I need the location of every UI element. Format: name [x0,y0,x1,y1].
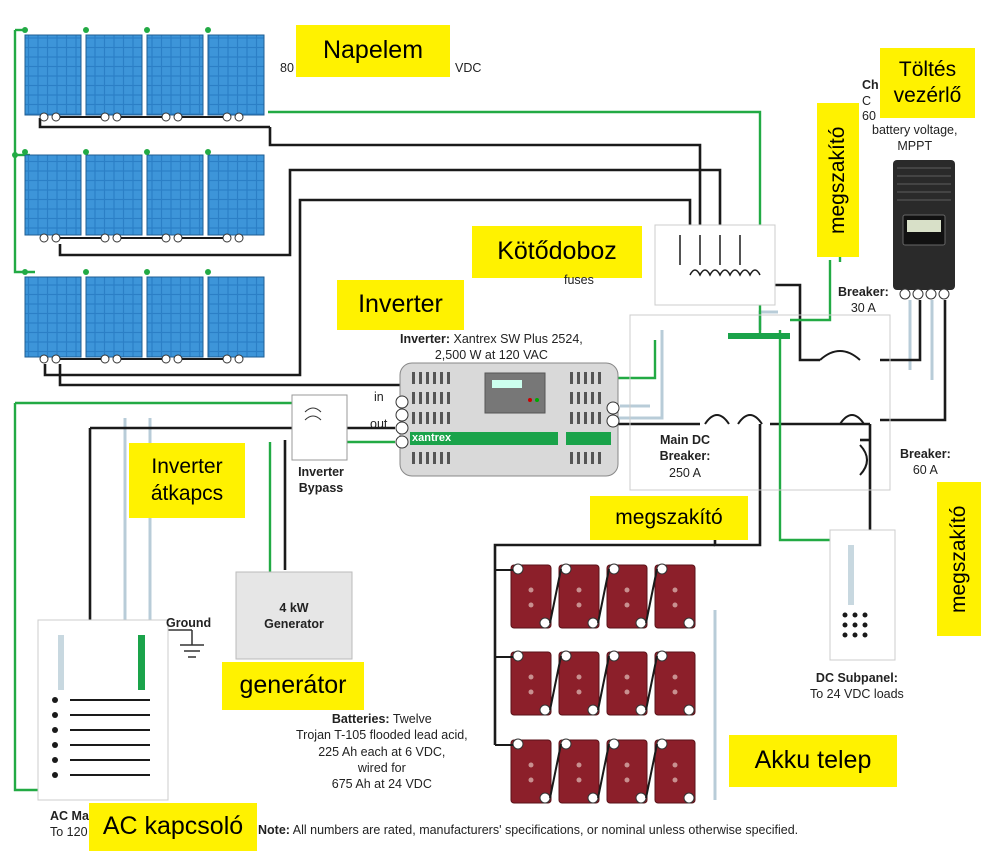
dc-subpanel [829,529,896,661]
batteries-l1: Twelve [392,712,432,726]
breaker-60a-title: Breaker: [900,447,951,461]
port-in-label: in [374,390,384,404]
inverter-title: Inverter: [400,332,451,346]
breaker-60a-caption: Breaker: 60 A [900,446,951,479]
charge-controller-caption: Ch C 60 [862,78,879,125]
panel-row-3 [24,276,265,358]
breaker-30a-symbol [819,350,861,361]
dc-subpanel-caption: DC Subpanel: To 24 VDC loads [810,670,904,703]
footnote-text: All numbers are rated, manufacturers' sp… [292,823,799,837]
dc-subpanel-sub: To 24 VDC loads [810,687,904,702]
label-kotodoboz: Kötődoboz [472,226,642,278]
dc-busbar [728,333,790,339]
port-out-label: out [370,417,388,431]
solar-array [12,27,265,364]
footnote-title: Note: [258,823,290,837]
label-generator: generátor [222,662,364,710]
label-megszakito-top: megszakító [817,103,859,257]
inverter-bypass-caption: Inverter Bypass [298,465,344,496]
inverter-bypass-box [291,394,348,461]
label-inverter: Inverter [337,280,464,330]
charge-ctrl-l4: battery voltage, [872,123,958,137]
label-inverter-atkapcs: Inverter átkapcs [129,443,245,518]
label-toltes-vezerlo: Töltés vezérlő [880,48,975,118]
ac-main-sub: To 120 [50,825,88,840]
inverter-rating: 2,500 W at 120 VAC [434,348,548,363]
footnote: Note: All numbers are rated, manufacture… [258,823,798,837]
battery-row-1 [510,564,696,629]
charge-controller-caption-2: battery voltage, MPPT [872,122,957,155]
label-megszakito-right: megszakító [937,482,981,636]
panel-row-2 [24,154,265,236]
dc-subpanel-title: DC Subpanel: [815,671,898,685]
label-akku-telep: Akku telep [729,735,897,787]
battery-cell-dots [528,587,678,783]
ground-caption: Ground [166,616,212,630]
batteries-l5: 675 Ah at 24 VDC [331,777,432,791]
combiner-box [654,224,776,306]
breaker-60a-value: 60 A [912,463,938,478]
breaker-30a-title: Breaker: [838,285,889,299]
ac-main-title: AC Ma [50,809,89,823]
generator-box [235,571,353,660]
label-napelem: Napelem [296,25,450,77]
panel-rating-suffix: VDC [455,61,482,75]
main-dc-breaker-caption: Main DC Breaker: 250 A [650,432,720,481]
inverter-caption: Inverter: Xantrex SW Plus 2524, 2,500 W … [400,331,583,364]
batteries-title: Batteries: [331,712,390,726]
battery-row-2 [510,651,696,716]
panel-row-1 [24,34,265,116]
battery-bank [495,563,696,804]
charge-ctrl-l5: MPPT [897,139,933,154]
charge-ctrl-l3: 60 [862,109,876,124]
main-dc-breaker [704,414,763,425]
ac-main-panel [37,619,169,801]
inverter-model: Xantrex SW Plus 2524, [453,332,583,346]
charge-ctrl-l2: C [862,93,872,108]
generator-caption: 4 kW Generator [264,601,324,632]
battery-interconnects [495,568,658,799]
ac-main-caption: AC Ma To 120 [50,808,89,841]
main-dc-panel [629,314,891,491]
charge-ctrl-l1: Ch [862,78,879,92]
charge-controller [893,160,955,300]
main-dc-breaker-title: Main DC Breaker: [659,433,711,464]
battery-terminals [512,563,695,804]
batteries-caption: Batteries: Twelve Trojan T-105 flooded l… [296,711,468,792]
breaker-30a-caption: Breaker: 30 A [838,284,889,317]
panel-interconnects [60,116,223,360]
main-dc-breaker-value: 250 A [669,465,701,480]
batteries-l4: wired for [357,760,406,775]
fuses-caption: fuses [564,273,594,287]
ground-dots [12,27,211,275]
batteries-l2: Trojan T-105 flooded lead acid, [296,728,468,743]
label-megszakito-middle: megszakító [590,496,748,540]
breaker-30a-value: 30 A [850,301,876,316]
batteries-l3: 225 Ah each at 6 VDC, [318,744,446,759]
label-ac-kapcsolo: AC kapcsoló [89,803,257,851]
wires-black [38,118,947,745]
inverter-unit [395,362,620,477]
inverter-brand: xantrex [412,432,452,444]
battery-row-3 [510,739,696,804]
breaker-60a-symbol [839,414,868,476]
panel-rating-prefix: 80 [280,61,294,75]
